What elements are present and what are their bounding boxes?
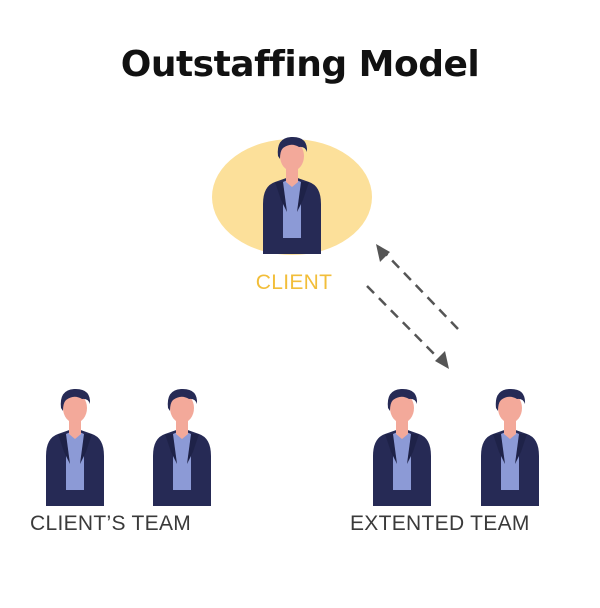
clients-team-member-1-icon (44, 386, 106, 506)
page-title: Outstaffing Model (120, 44, 480, 85)
clients-team-member-2-icon (151, 386, 213, 506)
extended-team-member-1-icon (371, 386, 433, 506)
clients-team-label: CLIENT’S TEAM (30, 512, 192, 535)
extended-team-label: EXTENTED TEAM (350, 512, 530, 535)
client-label: CLIENT (255, 271, 333, 294)
extended-team-member-2-icon (479, 386, 541, 506)
